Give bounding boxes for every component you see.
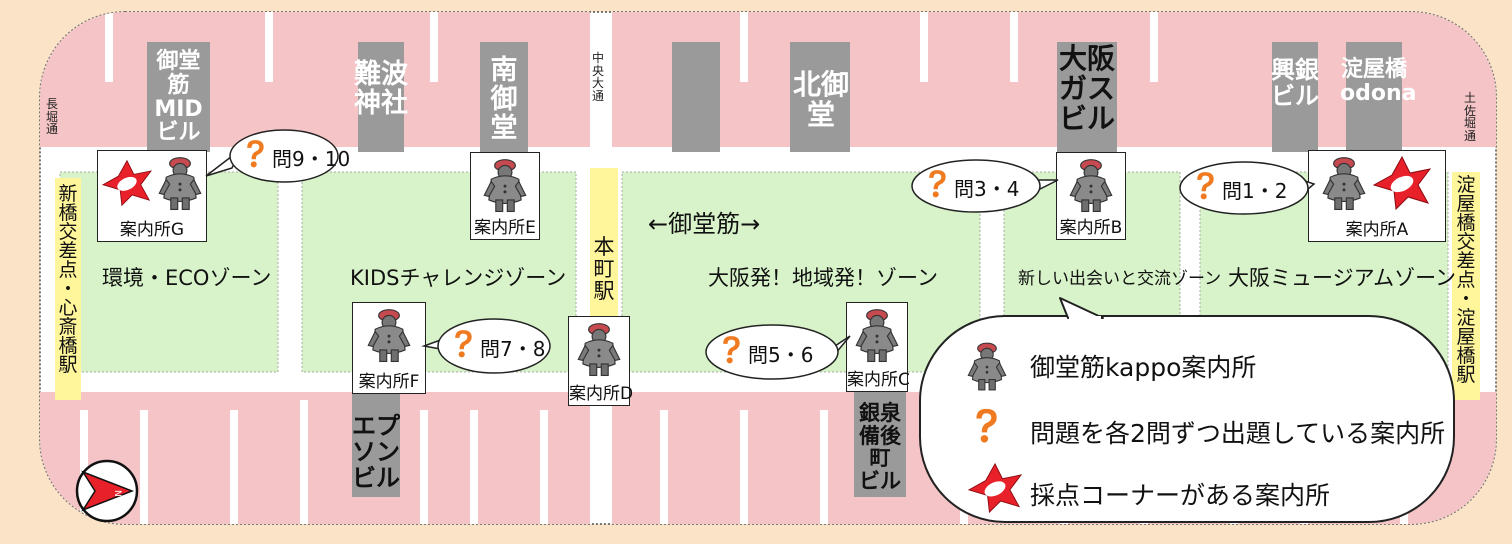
building-minami-mido: [480, 42, 528, 152]
building-label-namba-jinja: 難波 神社: [354, 59, 408, 120]
building-mido: [672, 42, 720, 152]
info-booth-g: 案内所G: [97, 150, 207, 242]
legend-question-label: 問題を各2問ずつ出題している案内所: [1030, 419, 1446, 448]
building-label-ginsen: 銀泉 備後町 ビル: [859, 401, 901, 494]
info-booth-a: 案内所A: [1308, 150, 1446, 242]
kappo-mascot-icon: [854, 305, 900, 369]
building-osaka-gas: [1057, 42, 1117, 152]
info-booth-e: 案内所E: [470, 152, 540, 240]
legend-scoring-label: 採点コーナーがある案内所: [1030, 481, 1331, 510]
booth-label-a: 案内所A: [1345, 220, 1409, 240]
kappo-mascot-icon: [482, 155, 528, 219]
legend-bubble: [919, 297, 1455, 523]
question-label-g: 問9・10: [272, 147, 351, 171]
info-booth-d: 案内所D: [568, 316, 634, 406]
zone-label-meeting: 新しい出会いと交流ゾーン: [1018, 269, 1222, 289]
building-label-odona: 淀屋橋 odona: [1340, 57, 1417, 106]
building-label-kogin: 興銀 ビル: [1271, 56, 1319, 110]
building-label-kita-mido: 北御堂: [792, 68, 849, 132]
info-booth-c: 案内所C: [846, 302, 910, 392]
station-yodoyabashi: 淀屋橋交差点・淀屋橋駅: [1456, 174, 1476, 386]
zone-label-museum: 大阪ミュージアムゾーン: [1228, 266, 1457, 290]
station-honmachi: 本町駅: [593, 235, 615, 304]
legend-question-icon: [970, 406, 1006, 446]
kappo-mascot-icon: [1068, 155, 1114, 219]
booth-label-g: 案内所G: [119, 220, 185, 240]
info-booth-f: 案内所F: [352, 302, 426, 394]
kappo-mascot-icon: [576, 319, 622, 383]
building-epson: [352, 392, 400, 497]
booth-label-e: 案内所E: [474, 218, 536, 238]
street-chuo-odori: 中央大通: [592, 51, 605, 103]
building-label-midosuji-mid: 御堂筋 MID ビル: [154, 49, 203, 146]
booth-label-c: 案内所C: [847, 370, 910, 390]
kappo-mascot-icon: [1321, 153, 1367, 217]
kappo-mascot-icon: [366, 305, 412, 369]
station-shinbashi-shinsaibashi: 新橋交差点・心斎橋駅: [58, 183, 78, 376]
legend-scoring-icon: [966, 462, 1024, 514]
question-mark-icon: [924, 168, 950, 204]
building-label-osaka-gas: 大阪 ガス ビル: [1058, 42, 1115, 136]
question-label-c: 問5・6: [748, 343, 814, 367]
building-midosuji-mid: [147, 42, 210, 152]
question-label-b: 問3・4: [954, 177, 1020, 201]
north-arrow-icon: N: [75, 459, 139, 523]
kappo-mascot-icon: [157, 153, 203, 217]
main-road-midosuji: ←御堂筋→: [648, 210, 761, 238]
building-label-minami-mido: 南御堂: [490, 55, 518, 145]
station-left-bar: [55, 178, 81, 400]
legend-mascot-icon: [966, 340, 1008, 392]
scoring-star-icon: [101, 159, 153, 211]
booth-label-d: 案内所D: [569, 384, 634, 404]
question-mark-icon: [718, 334, 744, 370]
question-mark-icon: [1192, 170, 1218, 206]
booth-label-b: 案内所B: [1059, 218, 1123, 238]
question-label-a: 問1・2: [1222, 179, 1288, 203]
building-odona: [1346, 42, 1402, 152]
question-mark-icon: [242, 138, 268, 174]
legend-booth-label: 御堂筋kappo案内所: [1030, 353, 1257, 382]
street-nagahori: 長堀通: [46, 97, 59, 137]
compass-label: N: [112, 490, 122, 497]
zone-label-local: 大阪発！地域発！ゾーン: [708, 266, 938, 290]
building-label-epson: エプソン ビル: [352, 412, 400, 492]
scoring-star-icon: [1371, 155, 1433, 215]
building-ginsen: [854, 392, 906, 497]
zone-label-eco: 環境・ECOゾーン: [102, 266, 272, 290]
street-tosabori: 土佐堀通: [1464, 91, 1477, 143]
question-label-f: 問7・8: [480, 337, 546, 361]
question-mark-icon: [450, 328, 476, 364]
building-kogin: [1272, 42, 1318, 152]
building-kita-mido: [790, 42, 850, 152]
building-namba-jinja: [358, 42, 404, 152]
zone-label-kids: KIDSチャレンジゾーン: [350, 266, 567, 290]
booth-label-f: 案内所F: [358, 372, 420, 392]
station-right-bar: [1452, 172, 1480, 400]
station-center-bar: [590, 168, 618, 316]
info-booth-b: 案内所B: [1056, 152, 1126, 240]
